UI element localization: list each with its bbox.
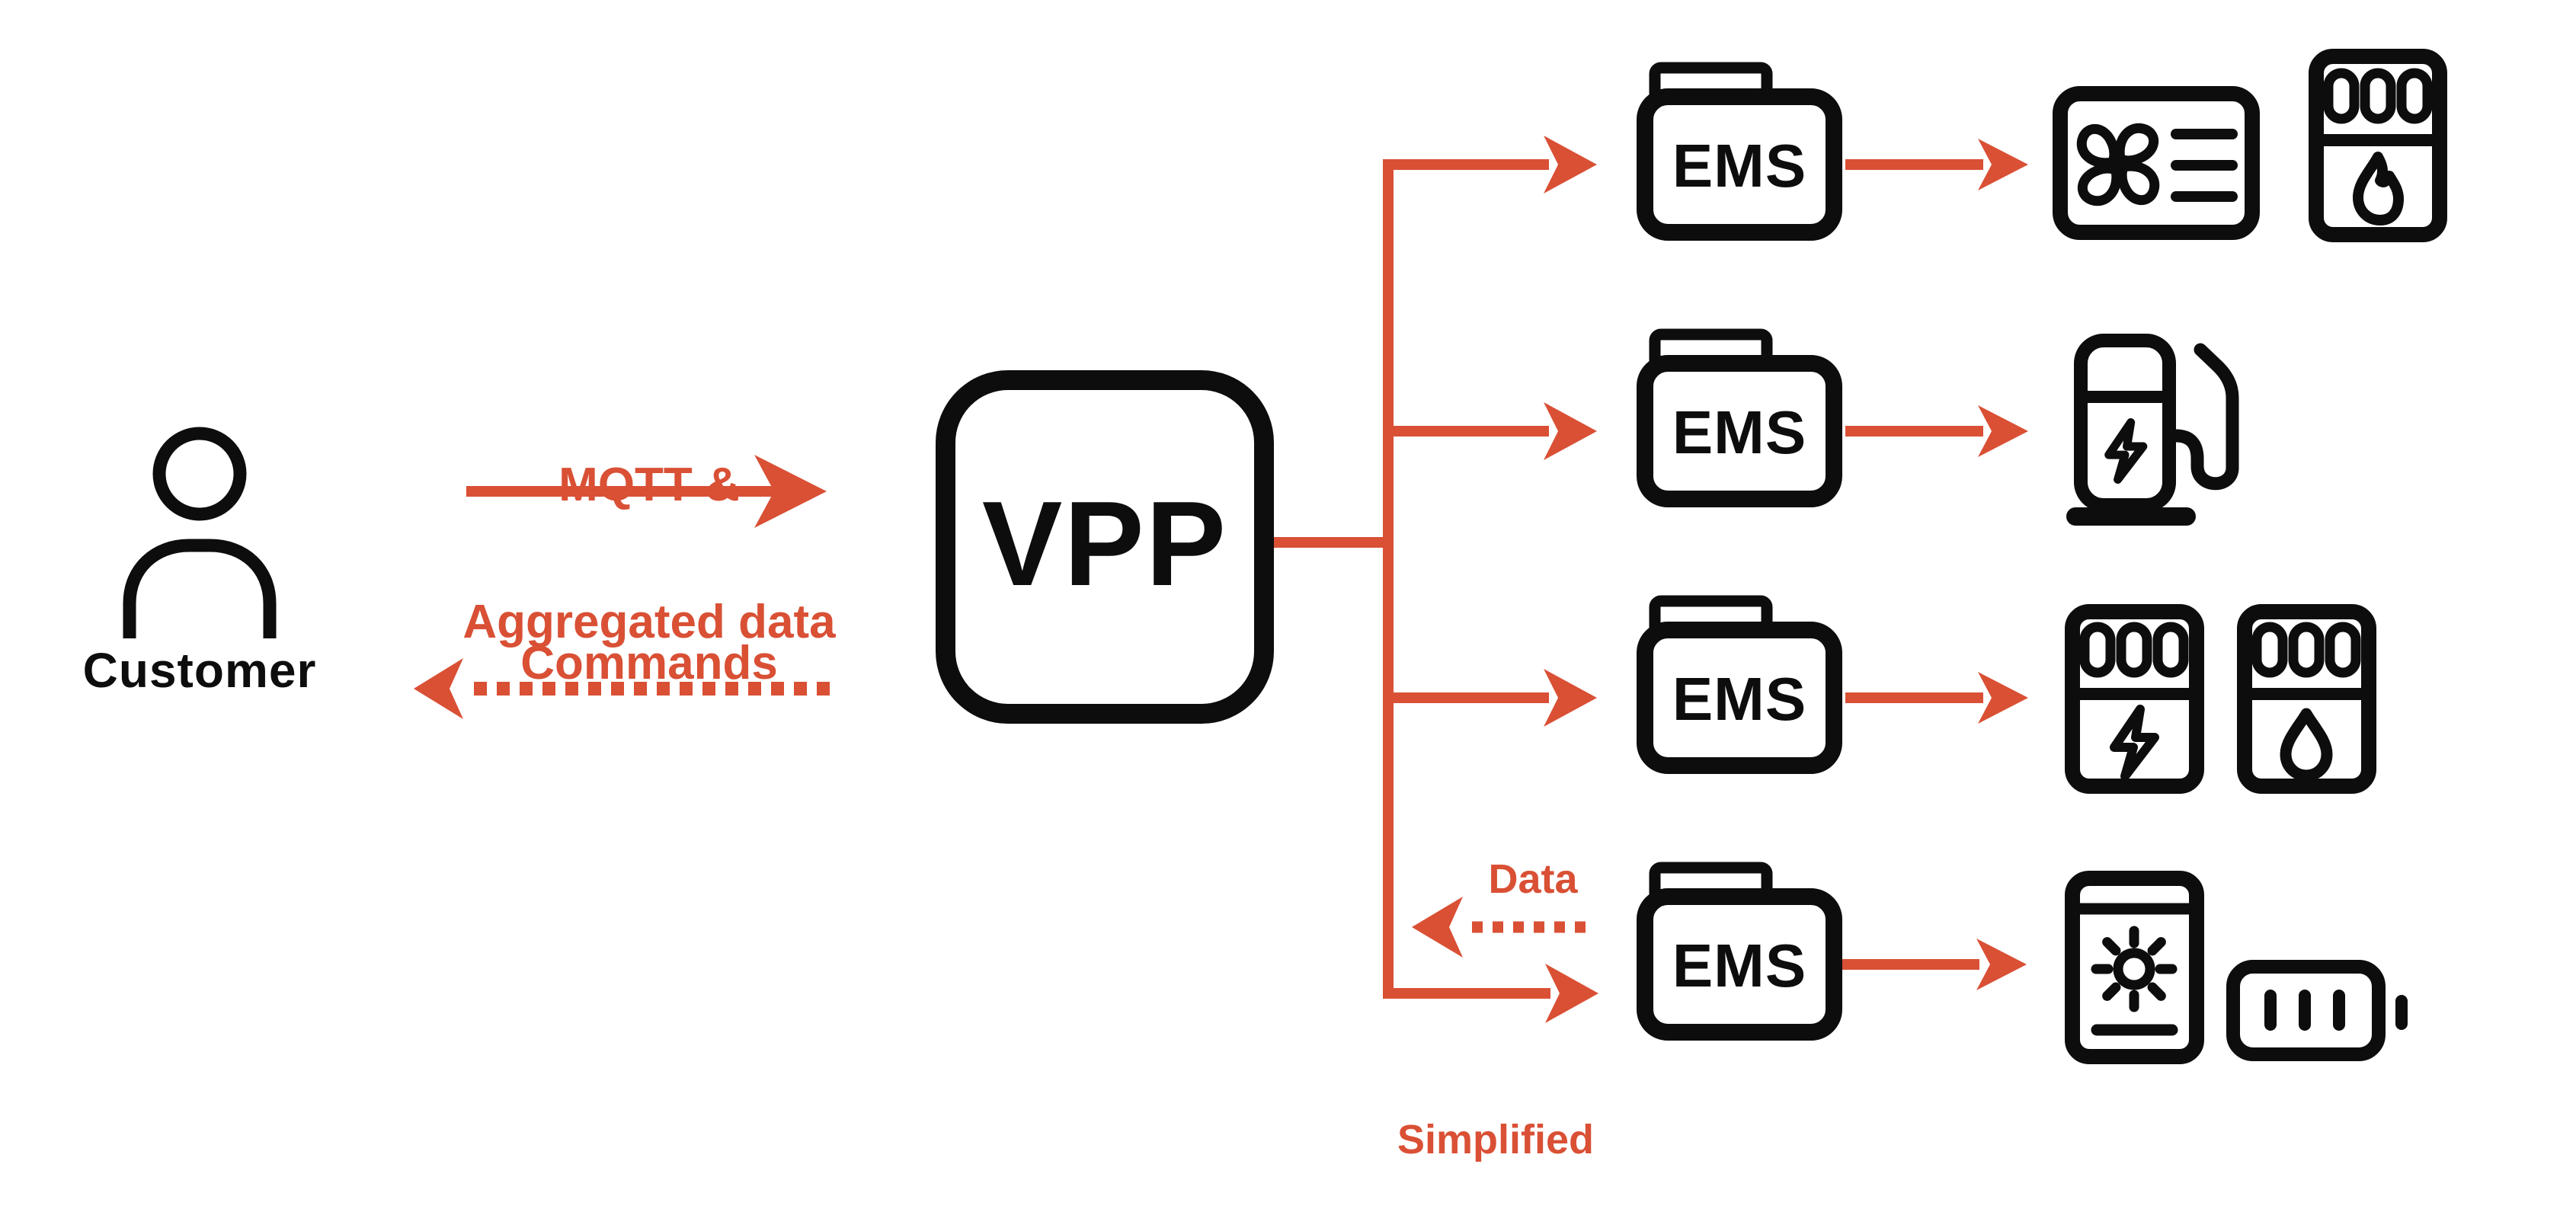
simplified-command-line1: Simplified (1397, 1117, 1595, 1162)
ems-box-4 (1637, 862, 1842, 1041)
ems-label-3: EMS (1672, 665, 1807, 733)
ev-charger-icon (2066, 334, 2239, 526)
vpp-label: VPP (981, 477, 1228, 611)
mqtt-commands-label: MQTT & Commands (520, 337, 778, 812)
ems-label-1: EMS (1672, 132, 1807, 200)
battery-icon (2226, 960, 2408, 1061)
aggregated-data-dotted-arrow (414, 658, 837, 719)
sun-icon (2091, 926, 2178, 1012)
ems-box-1 (1637, 62, 1842, 241)
hvac-fan-unit-icon (2053, 86, 2260, 240)
trunk-arrowheads (1544, 136, 1598, 1023)
electric-heater-icon (2065, 604, 2204, 794)
water-heater-icon (2237, 604, 2376, 794)
ems-to-device-arrows (1842, 139, 2028, 990)
simplified-command-label: Simplified command (1397, 1018, 1594, 1212)
solar-inverter-icon (2065, 871, 2204, 1064)
ems-label-2: EMS (1672, 398, 1807, 466)
vpp-box (936, 370, 1274, 724)
data-dotted-arrow (1412, 897, 1594, 958)
mqtt-commands-line2: Commands (520, 637, 778, 689)
mqtt-commands-line1: MQTT & (558, 459, 740, 511)
ems-label-4: EMS (1672, 932, 1807, 999)
person-icon (123, 427, 277, 638)
ems-box-2 (1637, 328, 1842, 507)
mqtt-commands-arrow (466, 455, 827, 528)
vpp-to-ems-trunk (1274, 159, 1550, 999)
aggregated-data-label: Aggregated data (462, 596, 836, 648)
gas-boiler-icon (2309, 49, 2447, 242)
ems-box-3 (1637, 595, 1842, 774)
data-label: Data (1488, 856, 1578, 902)
customer-label: Customer (82, 643, 317, 698)
